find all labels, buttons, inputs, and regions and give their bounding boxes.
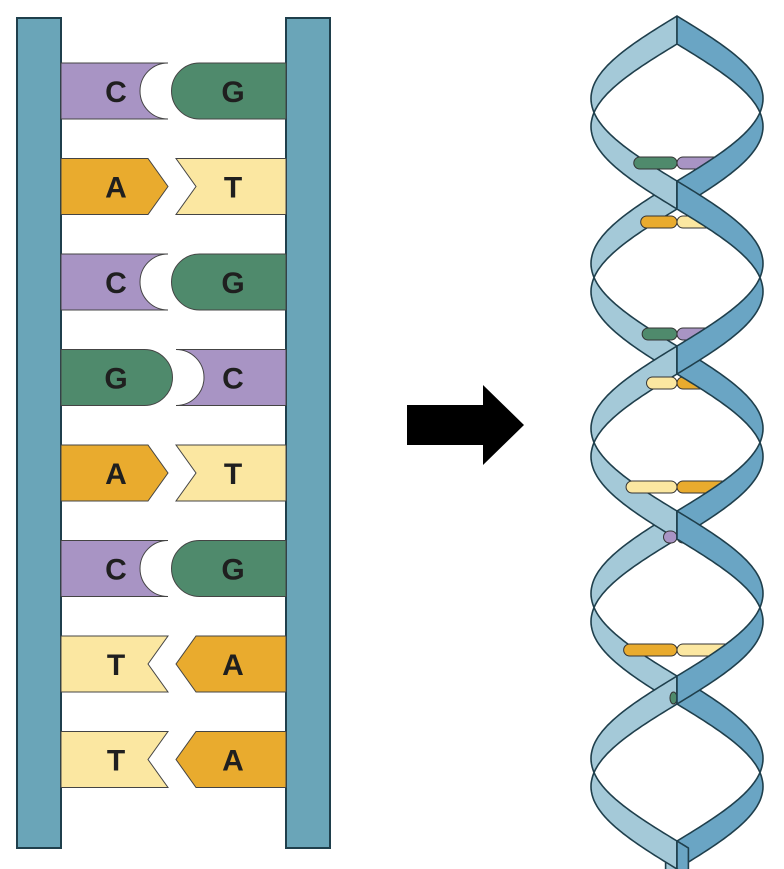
base-label: C — [105, 76, 127, 109]
base-label: A — [105, 458, 127, 491]
base-label: T — [224, 458, 242, 491]
helix-ribbon-front — [677, 346, 763, 539]
helix-back-strand — [591, 16, 677, 869]
base-label: C — [105, 554, 127, 587]
base-label: A — [222, 745, 244, 778]
helix-ribbon-front — [677, 181, 763, 374]
left-backbone — [17, 18, 61, 848]
base-label: G — [221, 554, 244, 587]
helix-ribbon-front — [677, 511, 763, 704]
helix-base-pairs — [624, 157, 731, 704]
base-label: T — [224, 172, 242, 205]
rung-A — [624, 644, 677, 656]
rung-T — [626, 481, 677, 493]
helix-ribbon-back — [591, 16, 677, 209]
helix-ribbon-back — [591, 181, 677, 374]
rung-G — [670, 692, 677, 704]
double-helix — [591, 16, 763, 869]
arrow-right-icon — [407, 385, 524, 465]
base-label: C — [222, 363, 244, 396]
rung-G — [642, 328, 677, 340]
right-backbone — [286, 18, 330, 848]
helix-ribbon-back — [591, 676, 677, 869]
helix-ribbon-front — [677, 16, 763, 209]
base-label: A — [222, 649, 244, 682]
base-label: C — [105, 267, 127, 300]
rung-T — [647, 377, 677, 389]
base-label: T — [107, 745, 125, 778]
base-label: G — [221, 267, 244, 300]
rung-G — [634, 157, 677, 169]
helix-front-strand — [677, 16, 763, 869]
helix-ribbon-front — [677, 676, 763, 869]
base-label: T — [107, 649, 125, 682]
rung-A — [641, 216, 677, 228]
base-label: G — [104, 363, 127, 396]
base-label: G — [221, 76, 244, 109]
rung-C — [664, 531, 677, 543]
base-label: A — [105, 172, 127, 205]
helix-ribbon-back — [591, 346, 677, 539]
